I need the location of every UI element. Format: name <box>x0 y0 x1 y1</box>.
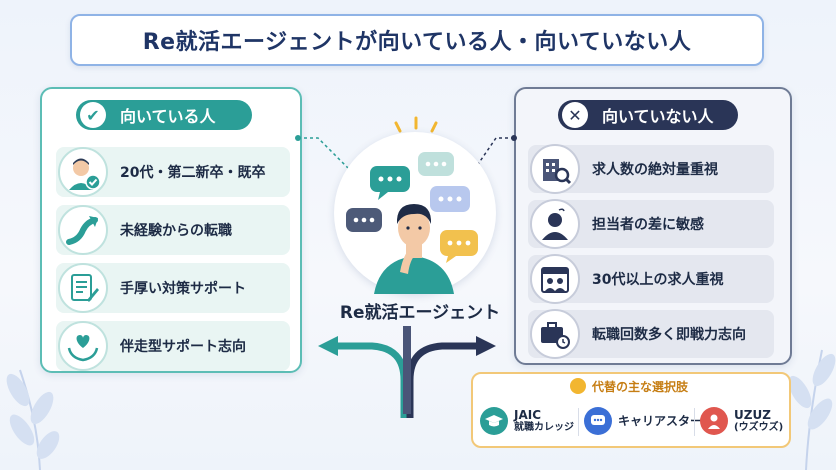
suitable-item: 伴走型サポート志向 <box>56 321 290 371</box>
alternative-sub: 就職カレッジ <box>514 422 574 433</box>
unsuitable-item: 求人数の絶対量重視 <box>528 144 774 194</box>
alternative-jaic: JAIC 就職カレッジ <box>480 404 574 438</box>
thinking-person-illustration <box>334 132 496 294</box>
alternative-sub: (ウズウズ) <box>734 422 784 433</box>
unsuitable-item: 転職回数多く即戦力志向 <box>528 309 774 359</box>
rising-arrow-icon <box>58 205 108 255</box>
alternatives-box <box>471 372 791 448</box>
graduation-cap-icon <box>480 407 508 435</box>
unsuitable-item-label: 30代以上の求人重視 <box>592 272 724 288</box>
unsuitable-heading-label: 向いていない人 <box>602 107 714 126</box>
document-pen-icon <box>58 263 108 313</box>
suitable-item-label: 未経験からの転職 <box>120 223 232 239</box>
young-person-icon <box>58 147 108 197</box>
divider <box>694 408 695 436</box>
unsuitable-item-label: 転職回数多く即戦力志向 <box>592 327 746 343</box>
confused-person-icon <box>530 199 580 249</box>
suitable-item-label: 伴走型サポート志向 <box>120 339 246 355</box>
alternative-name: キャリアスタート <box>618 414 715 428</box>
suitable-heading-label: 向いている人 <box>120 107 216 126</box>
alternative-name: UZUZ <box>734 408 771 422</box>
briefcase-clock-icon <box>530 309 580 359</box>
leaf-decoration-right <box>788 349 836 470</box>
suitable-item: 手厚い対策サポート <box>56 263 290 313</box>
group-icon <box>569 378 586 394</box>
unsuitable-heading: ✕ 向いていない人 <box>558 100 738 130</box>
cross-icon: ✕ <box>562 102 588 128</box>
alternatives-title-label: 代替の主な選択肢 <box>591 380 688 394</box>
divider <box>578 408 579 436</box>
alternative-name: JAIC <box>514 408 542 422</box>
alternatives-title: 代替の主な選択肢 <box>471 378 787 395</box>
suitable-item-label: 20代・第二新卒・既卒 <box>120 165 266 181</box>
unsuitable-item: 30代以上の求人重視 <box>528 254 774 304</box>
calendar-people-icon <box>530 254 580 304</box>
page-title: Re就活エージェントが向いている人・向いていない人 <box>142 30 692 55</box>
chat-bubble-icon <box>584 407 612 435</box>
suitable-item-label: 手厚い対策サポート <box>120 281 246 297</box>
check-icon: ✔ <box>80 102 106 128</box>
alternative-career-start: キャリアスタート <box>584 404 714 438</box>
unsuitable-item-label: 求人数の絶対量重視 <box>592 162 718 178</box>
unsuitable-item-label: 担当者の差に敏感 <box>592 217 704 233</box>
suitable-item: 20代・第二新卒・既卒 <box>56 147 290 197</box>
leaf-decoration-left <box>6 369 60 470</box>
title-banner: Re就活エージェントが向いている人・向いていない人 <box>70 14 764 66</box>
center-label: Re就活エージェント <box>339 303 501 323</box>
building-search-icon <box>530 144 580 194</box>
person-icon <box>700 407 728 435</box>
unsuitable-item: 担当者の差に敏感 <box>528 199 774 249</box>
alternative-uzuz: UZUZ (ウズウズ) <box>700 404 783 438</box>
suitable-item: 未経験からの転職 <box>56 205 290 255</box>
suitable-heading: ✔ 向いている人 <box>76 100 252 130</box>
heart-hands-icon <box>58 321 108 371</box>
